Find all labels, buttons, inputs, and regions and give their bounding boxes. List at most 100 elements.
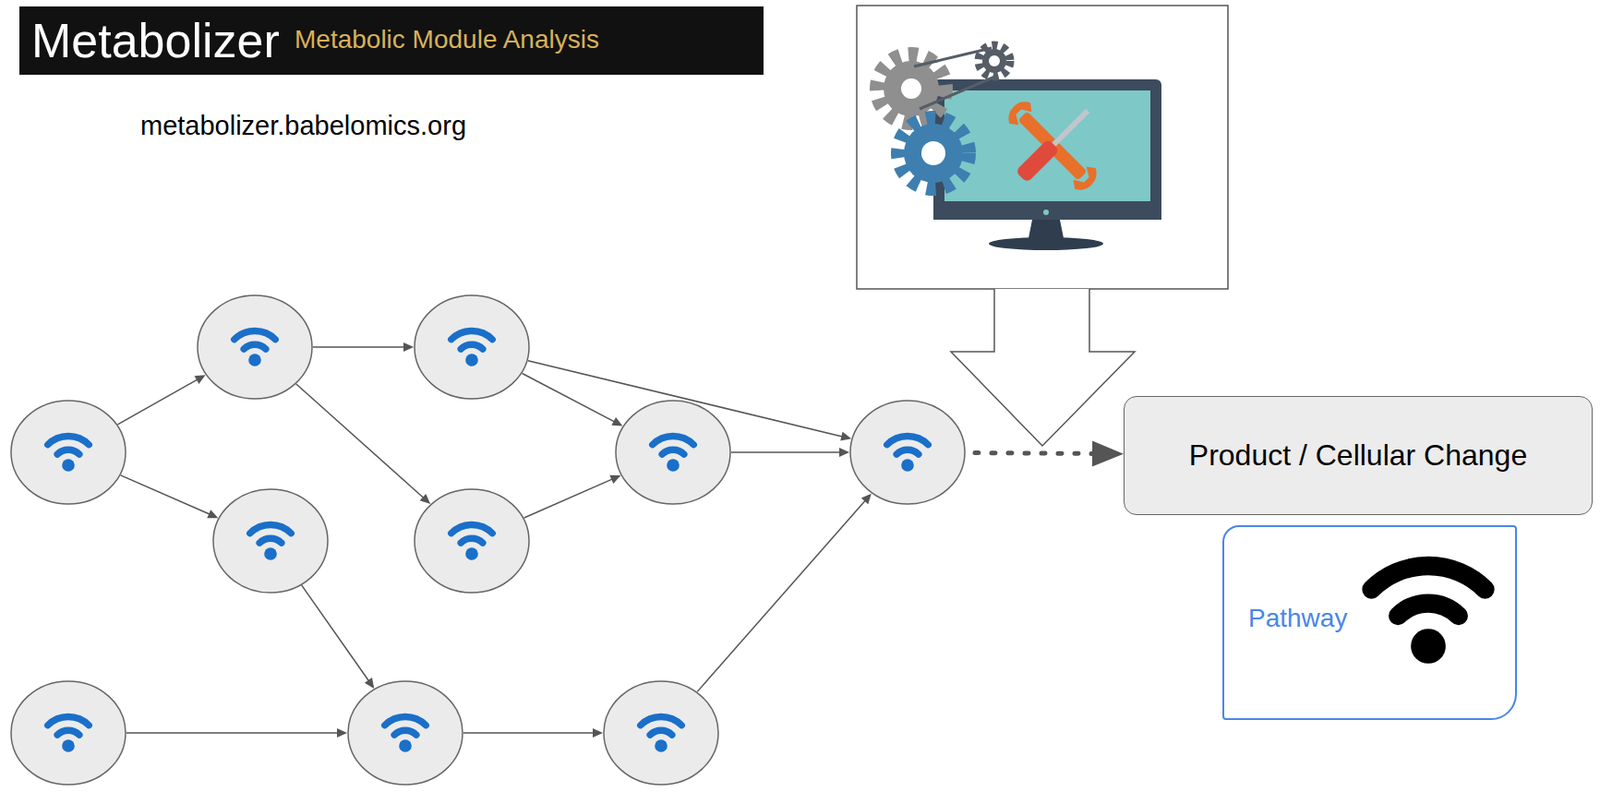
arrowhead bbox=[840, 432, 852, 442]
flow-arrow bbox=[296, 384, 431, 505]
signal-arc bbox=[451, 331, 494, 340]
node-outline bbox=[10, 399, 127, 506]
node-ellipse bbox=[850, 400, 965, 505]
flow-arrow bbox=[120, 475, 219, 518]
connector-line bbox=[974, 450, 1095, 457]
connector-line bbox=[301, 585, 370, 682]
node-outline bbox=[196, 294, 313, 400]
title-banner bbox=[19, 6, 764, 75]
node-outline bbox=[614, 399, 732, 506]
url-label: metabolizer.babelomics.org bbox=[140, 109, 467, 142]
pathway-node bbox=[10, 680, 127, 786]
connector-line bbox=[126, 732, 339, 734]
flow-arrow bbox=[126, 728, 348, 738]
box-label: Pathway bbox=[1248, 602, 1348, 635]
box-label: Product / Cellular Change bbox=[1189, 438, 1528, 473]
connector-line bbox=[312, 346, 406, 349]
arrowhead bbox=[206, 509, 218, 518]
signal-arc bbox=[661, 449, 685, 455]
node-ellipse bbox=[197, 295, 313, 399]
flow-arrow bbox=[731, 447, 850, 458]
signal-dot bbox=[61, 458, 75, 472]
node-ellipse bbox=[414, 295, 530, 399]
signal-arc bbox=[451, 525, 494, 534]
legend-box: Pathway bbox=[1222, 525, 1517, 721]
arrowhead bbox=[420, 493, 432, 505]
signal-arc bbox=[460, 538, 483, 543]
pathway-node bbox=[196, 294, 313, 400]
node-ellipse bbox=[213, 489, 328, 593]
connector-line bbox=[697, 499, 867, 692]
signal-dot bbox=[666, 458, 680, 472]
connector-line bbox=[117, 379, 198, 425]
signal-arc bbox=[1397, 603, 1459, 617]
signal-dot bbox=[248, 353, 262, 367]
flow-arrow bbox=[463, 728, 603, 738]
node-ellipse bbox=[615, 400, 731, 505]
signal-arc bbox=[57, 730, 80, 735]
signal-arc bbox=[1371, 565, 1485, 590]
flow-arrow bbox=[117, 374, 205, 425]
node-ellipse bbox=[11, 400, 126, 505]
signal-arc bbox=[649, 730, 673, 735]
signal-arc bbox=[652, 436, 695, 446]
signal-dot bbox=[1410, 628, 1446, 664]
signal-arc bbox=[243, 344, 266, 349]
signal-dot bbox=[465, 547, 479, 561]
monitor-icon bbox=[933, 79, 1162, 251]
pathway-node bbox=[614, 399, 732, 506]
arrowhead bbox=[336, 728, 348, 738]
connector-line bbox=[296, 384, 425, 499]
connector-line bbox=[522, 373, 616, 423]
flow-arrow bbox=[522, 373, 624, 427]
signal-arc bbox=[57, 449, 80, 455]
signal-arc bbox=[896, 449, 919, 455]
node-outline bbox=[212, 488, 329, 594]
node-outline bbox=[602, 680, 720, 786]
node-ellipse bbox=[348, 681, 463, 785]
pathway-node bbox=[10, 399, 127, 506]
signal-dot bbox=[465, 353, 479, 367]
connector-line bbox=[463, 732, 595, 734]
product-box: Product / Cellular Change bbox=[1123, 396, 1593, 516]
connector-line bbox=[524, 479, 614, 518]
node-outline bbox=[347, 680, 464, 786]
pathway-node bbox=[849, 399, 966, 506]
node-outline bbox=[413, 294, 530, 400]
arrowhead bbox=[1092, 440, 1124, 467]
app-title: Metabolizer bbox=[31, 12, 280, 69]
flow-arrow bbox=[301, 585, 374, 689]
signal-arc bbox=[48, 717, 90, 726]
tools-frame bbox=[856, 5, 1228, 289]
node-outline bbox=[413, 488, 530, 594]
signal-arc bbox=[460, 344, 483, 349]
signal-dot bbox=[901, 458, 915, 472]
arrowhead bbox=[861, 493, 872, 506]
arrowhead bbox=[611, 417, 623, 427]
arrowhead bbox=[839, 447, 850, 458]
signal-arc bbox=[640, 717, 683, 726]
pathway-node bbox=[413, 488, 530, 594]
arrowhead bbox=[609, 475, 621, 484]
flow-arrow bbox=[697, 493, 872, 693]
dotted-arrow bbox=[974, 440, 1124, 467]
hollow-arrow bbox=[950, 288, 1135, 446]
node-outline bbox=[849, 399, 966, 506]
signal-dot bbox=[398, 739, 412, 753]
signal-arc bbox=[384, 717, 427, 726]
connector-line bbox=[731, 451, 842, 454]
arrowhead bbox=[364, 677, 374, 689]
node-ellipse bbox=[414, 489, 530, 593]
arrowhead bbox=[194, 374, 206, 385]
flow-arrow bbox=[524, 475, 622, 518]
signal-dot bbox=[61, 739, 75, 753]
gear-icon bbox=[877, 45, 1011, 189]
node-outline bbox=[10, 680, 127, 786]
pathway-node bbox=[413, 294, 530, 400]
node-ellipse bbox=[11, 681, 126, 785]
signal-arc bbox=[259, 538, 282, 543]
pathway-node bbox=[347, 680, 464, 786]
signal-dot bbox=[654, 739, 668, 753]
signal-arc bbox=[48, 436, 90, 446]
node-ellipse bbox=[603, 681, 719, 785]
